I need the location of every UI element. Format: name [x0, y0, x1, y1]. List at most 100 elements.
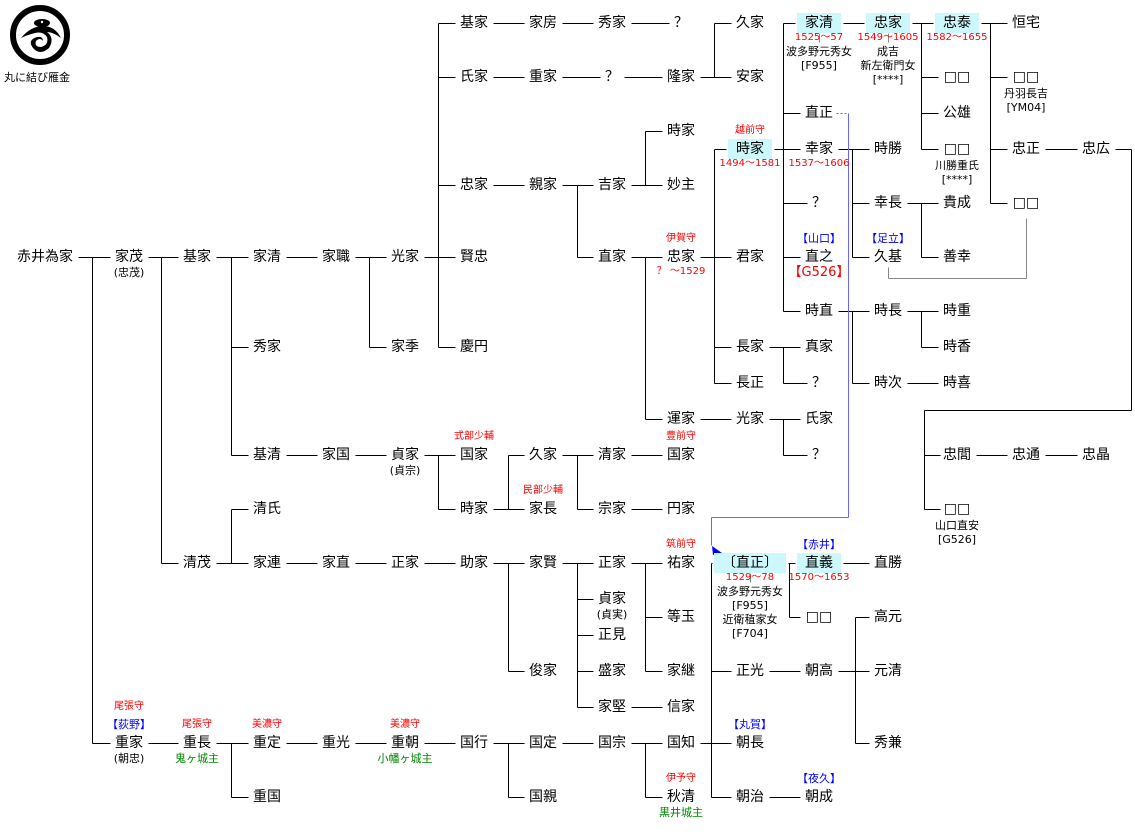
person-n109: 重長 — [183, 735, 211, 751]
spouse-label: [F704] — [732, 627, 768, 640]
person-n85: 助家 — [460, 555, 488, 571]
person-n13: 家季 — [391, 339, 419, 355]
ref-label: 【G526】 — [788, 265, 850, 280]
person-n32: 忠家 — [667, 249, 695, 265]
years-label: 1529～78 — [725, 572, 775, 583]
person-n93: 祐家 — [667, 555, 695, 571]
person-n16: 忠家 — [460, 177, 488, 193]
castle-label: 黒井城主 — [659, 806, 703, 819]
office-label: 民部少輔 — [523, 485, 563, 496]
person-n74: 貞家 — [391, 447, 419, 463]
spouse-label: [****] — [941, 173, 973, 186]
person-n61: □□ — [943, 69, 971, 85]
person-n43: 家清 — [797, 13, 841, 33]
office-label: 美濃守 — [390, 719, 420, 730]
person-n17: 賢忠 — [460, 249, 488, 265]
person-n64: 恒宅 — [1012, 15, 1040, 31]
person-n89: 貞家 — [598, 591, 626, 607]
person-n117: 国宗 — [598, 735, 626, 751]
office-label: 伊予守 — [666, 773, 696, 784]
person-n108: 朝成 — [805, 789, 833, 805]
person-n38: 光家 — [736, 411, 764, 427]
person-n116: 国親 — [529, 789, 557, 805]
person-n63: □□ — [943, 141, 971, 157]
person-n22: 重家 — [529, 69, 557, 85]
person-n69: 忠閭 — [943, 447, 971, 463]
alt-label: (朝忠) — [113, 752, 145, 765]
office-label: 越前守 — [735, 125, 765, 136]
person-n81: 国家 — [667, 447, 695, 463]
person-n73: 家国 — [322, 447, 350, 463]
person-n104: 朝高 — [805, 663, 833, 679]
person-n37: 長正 — [736, 375, 764, 391]
person-n41: 氏家 — [805, 411, 833, 427]
spouse-label: 山口直安 — [935, 519, 979, 532]
person-n105: 高元 — [874, 609, 902, 625]
person-n58: 時香 — [943, 339, 971, 355]
person-n24: 隆家 — [667, 69, 695, 85]
person-n33: 運家 — [667, 411, 695, 427]
person-n36: 長家 — [736, 339, 764, 355]
person-n52: 久基 — [874, 249, 902, 265]
person-n27: 親家 — [529, 177, 557, 193]
person-n99: 朝長 — [736, 735, 764, 751]
person-n76: 時家 — [460, 501, 488, 517]
person-n25: 久家 — [736, 15, 764, 31]
person-n66: 忠正 — [1012, 141, 1040, 157]
person-n03: 重家 — [115, 735, 143, 751]
person-n62: 公雄 — [943, 105, 971, 121]
person-n45: 幸家 — [805, 141, 833, 157]
office-label: 美濃守 — [252, 719, 282, 730]
person-n42: ？ — [812, 447, 826, 463]
person-n15: 氏家 — [460, 69, 488, 85]
years-label: ？ ～1529 — [656, 266, 706, 277]
person-n02: 家茂 — [115, 249, 143, 265]
person-n83: 家直 — [322, 555, 350, 571]
person-n05: 清茂 — [183, 555, 211, 571]
person-n72: 忠晶 — [1082, 447, 1110, 463]
person-n12: 光家 — [391, 249, 419, 265]
person-n44: 直正 — [805, 105, 833, 121]
person-n09: 清氏 — [253, 501, 281, 517]
clan-label: 【荻野】 — [107, 718, 151, 731]
person-n19: 家房 — [529, 15, 557, 31]
spouse-label: [YM04] — [1006, 101, 1046, 114]
office-label: 伊賀守 — [666, 233, 696, 244]
person-n35: 君家 — [736, 249, 764, 265]
years-label: 1494～1581 — [719, 158, 781, 169]
person-n54: 時次 — [874, 375, 902, 391]
years-label: 1525～57 — [794, 32, 844, 43]
clan-label: 【丸賀】 — [728, 718, 772, 731]
person-n14: 基家 — [460, 15, 488, 31]
person-n96: 信家 — [667, 699, 695, 715]
person-n113: 重朝 — [391, 735, 419, 751]
person-n82: 円家 — [667, 501, 695, 517]
person-n75: 国家 — [460, 447, 488, 463]
person-n49: 忠家 — [866, 13, 910, 33]
clan-label: 【赤井】 — [797, 538, 841, 551]
arrow-icon — [712, 546, 722, 555]
person-n23: ？ — [605, 69, 619, 85]
person-n21: ？ — [674, 15, 688, 31]
spouse-label: 成吉 — [877, 45, 899, 58]
spouse-label: [F955] — [801, 59, 837, 72]
crest-label: 丸に結び雁金 — [4, 71, 70, 84]
person-n31: 妙主 — [667, 177, 695, 193]
person-n88: 正家 — [598, 555, 626, 571]
spouse-label: 波多野元秀女 — [717, 585, 783, 598]
person-n77: 久家 — [529, 447, 557, 463]
person-n01: 赤井為家 — [17, 249, 73, 265]
person-n79: 清家 — [598, 447, 626, 463]
person-n51: 幸長 — [874, 195, 902, 211]
person-n111: 重国 — [253, 789, 281, 805]
person-n53: 時長 — [874, 303, 902, 319]
person-n84: 正家 — [391, 555, 419, 571]
person-n68: 忠広 — [1082, 141, 1110, 157]
person-n70: □□ — [943, 501, 971, 517]
person-n48: 時直 — [805, 303, 833, 319]
person-n40: ？ — [812, 375, 826, 391]
person-n119: 秋清 — [667, 789, 695, 805]
spouse-label: 新左衛門女 — [860, 59, 916, 72]
person-n86: 家賢 — [529, 555, 557, 571]
